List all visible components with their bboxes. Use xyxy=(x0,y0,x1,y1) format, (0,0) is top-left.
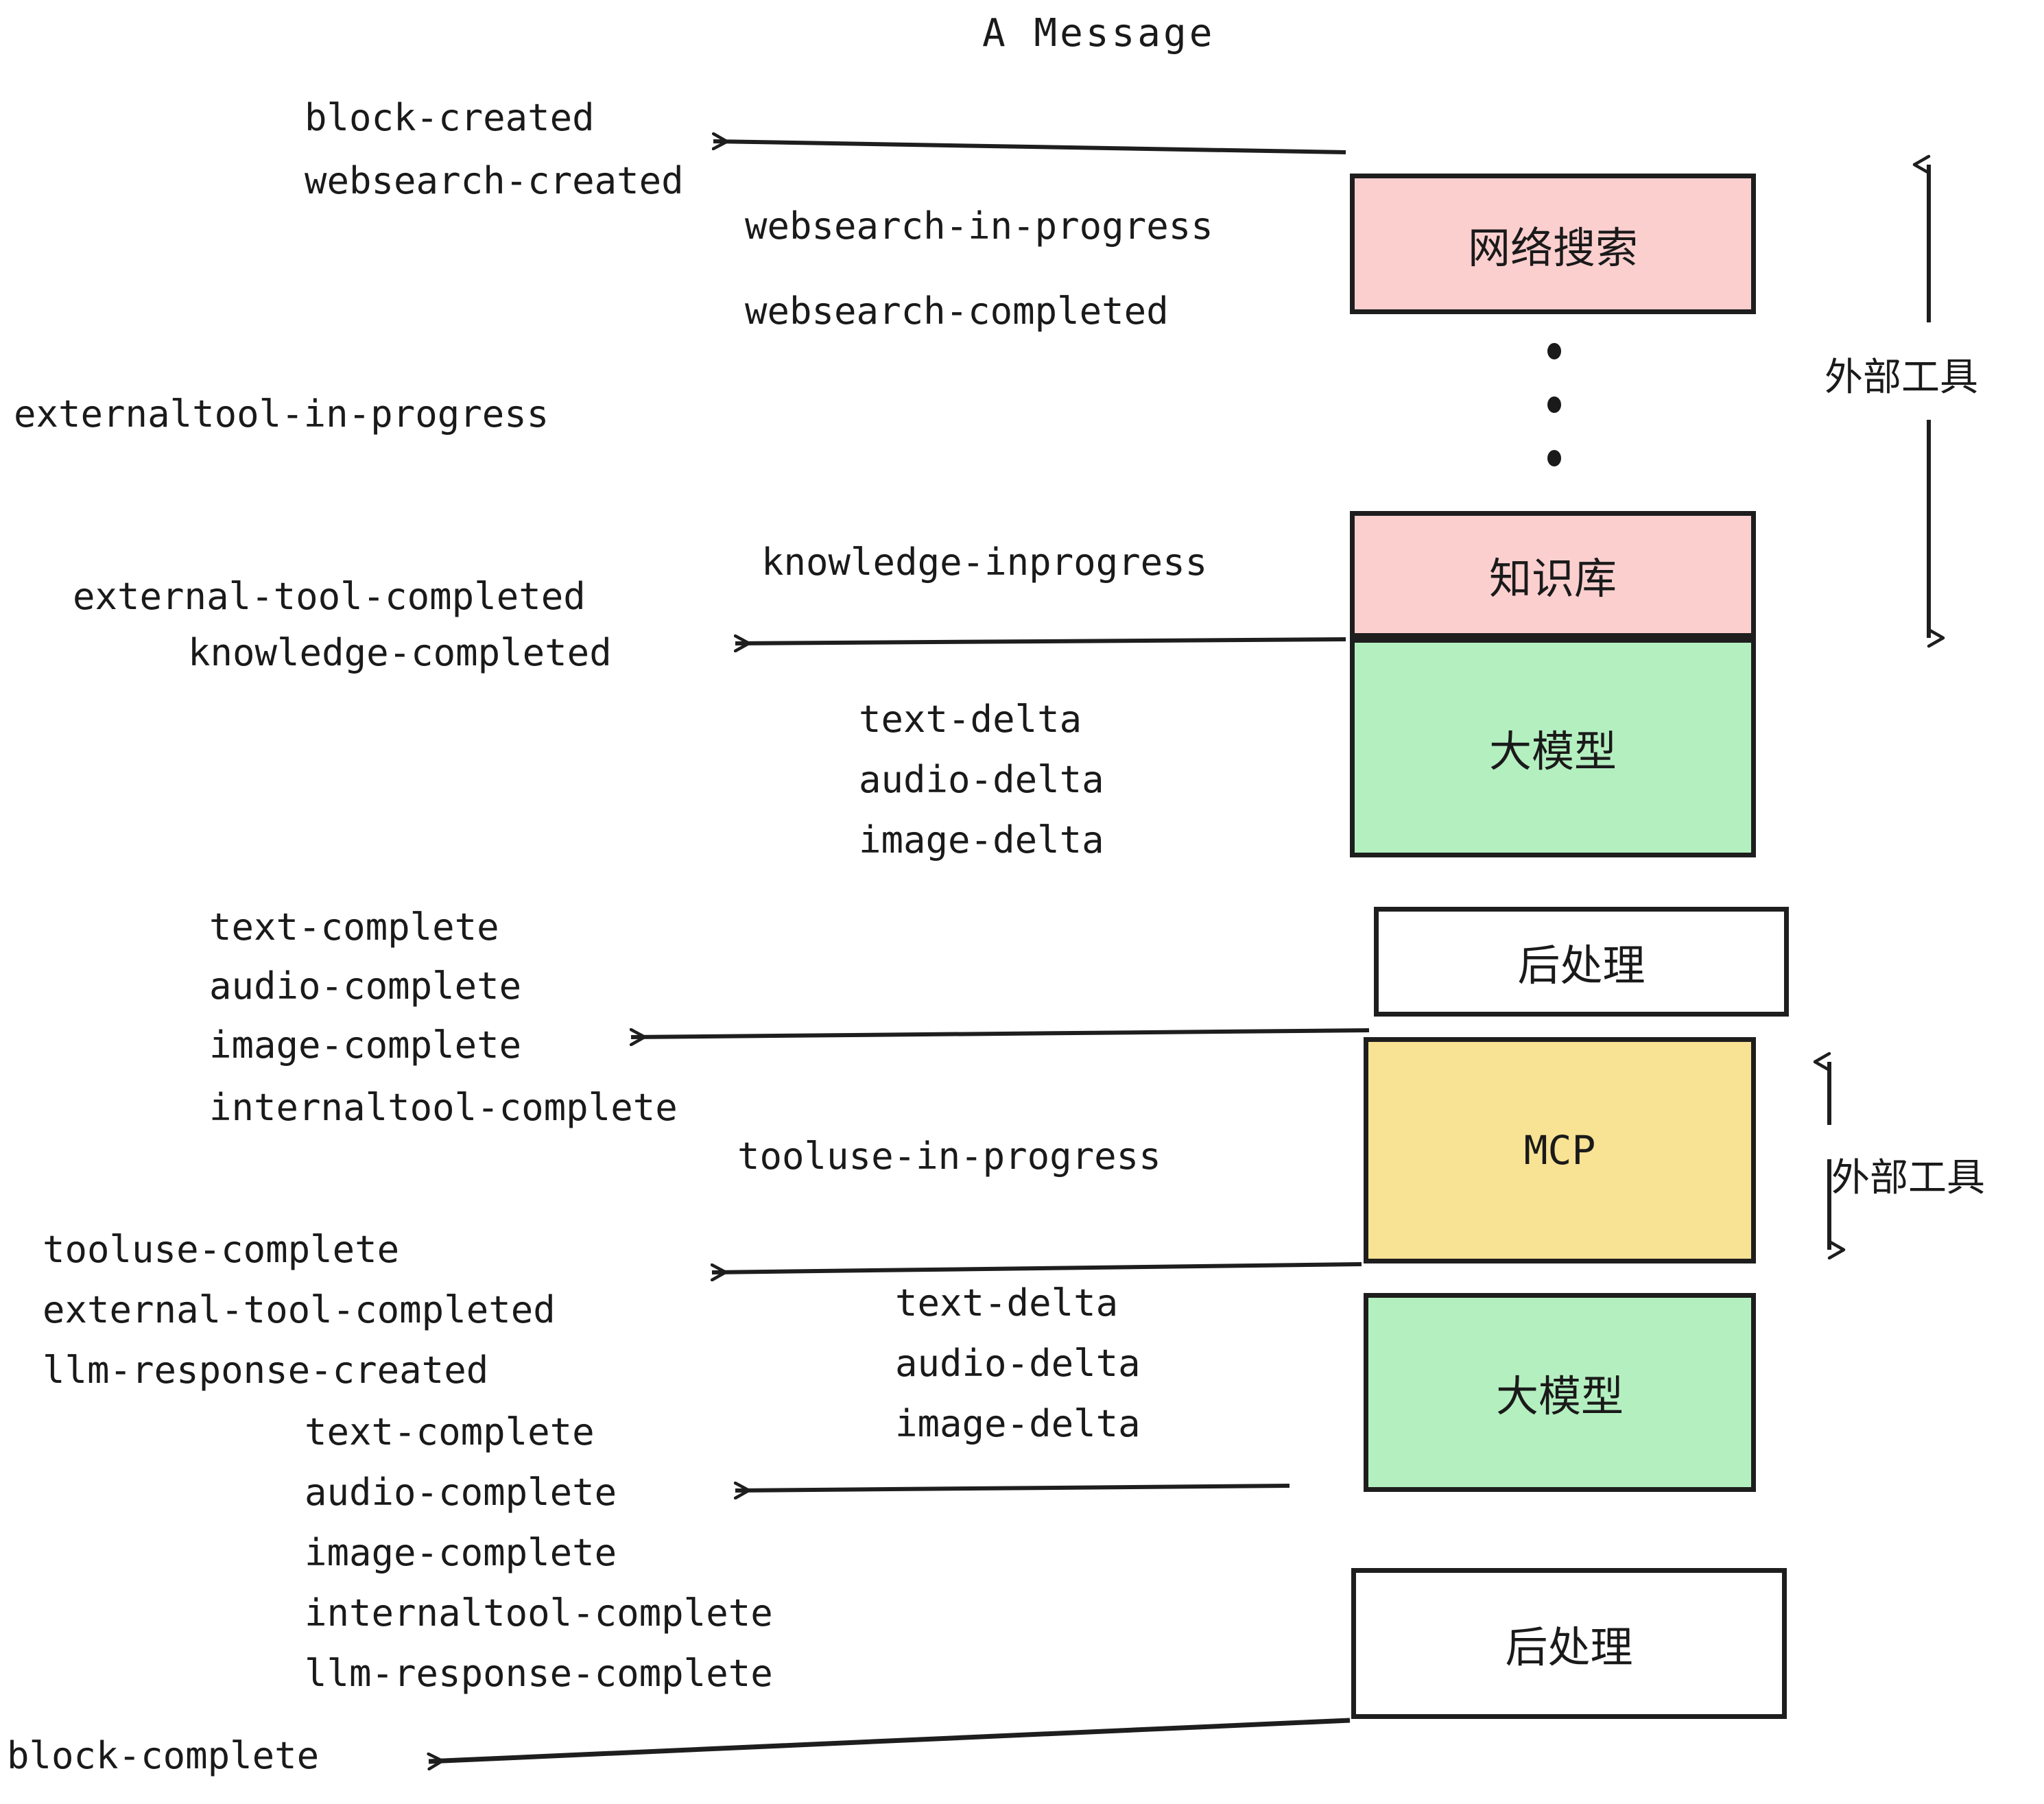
node-box-llm-1[interactable]: 大模型 xyxy=(1350,638,1756,857)
node-box-postprocess-2[interactable]: 后处理 xyxy=(1351,1568,1787,1719)
event-label: audio-complete xyxy=(305,1471,617,1514)
event-label: websearch-in-progress xyxy=(745,204,1213,248)
event-label: text-delta xyxy=(859,698,1082,741)
arrow-mcp-to-tooluse xyxy=(712,1262,1362,1272)
node-label-llm-2: 大模型 xyxy=(1495,1371,1624,1421)
event-label: websearch-created xyxy=(305,159,684,202)
arrow-websearch-to-blockcreated xyxy=(713,141,1346,154)
arrow-postprocess2-to-blockcomplete xyxy=(429,1718,1351,1761)
event-label: text-complete xyxy=(305,1410,595,1453)
node-box-mcp[interactable]: MCP xyxy=(1364,1037,1756,1263)
event-label: internaltool-complete xyxy=(209,1086,678,1129)
event-label: text-delta xyxy=(895,1281,1119,1325)
node-box-knowledge[interactable]: 知识库 xyxy=(1350,511,1756,638)
event-label: image-complete xyxy=(209,1023,522,1067)
event-label: internaltool-complete xyxy=(305,1591,773,1635)
node-label-websearch: 网络搜索 xyxy=(1467,222,1638,273)
diagram-title: A Message xyxy=(982,11,1215,56)
event-label: external-tool-completed xyxy=(43,1288,556,1331)
node-label-postprocess-1: 后处理 xyxy=(1517,940,1645,990)
node-box-postprocess-1[interactable]: 后处理 xyxy=(1374,907,1789,1017)
event-label: websearch-completed xyxy=(745,289,1169,333)
event-label: knowledge-inprogress xyxy=(761,541,1208,584)
event-label: audio-delta xyxy=(895,1342,1141,1385)
node-label-knowledge: 知识库 xyxy=(1488,553,1617,604)
node-box-llm-2[interactable]: 大模型 xyxy=(1364,1293,1756,1492)
event-label: audio-delta xyxy=(859,758,1104,801)
vertical-ellipsis-icon xyxy=(1546,343,1562,466)
arrow-postprocess1-to-imagecomplete xyxy=(631,1030,1370,1037)
ellipsis-dot xyxy=(1547,343,1561,359)
side-label-external-tool-bottom: 外部工具 xyxy=(1831,1156,1985,1200)
event-label: tooluse-complete xyxy=(43,1228,400,1271)
event-label: knowledge-completed xyxy=(188,631,612,674)
arrow-llm2-to-audiocomplete xyxy=(735,1486,1290,1491)
event-label: llm-response-complete xyxy=(305,1652,773,1695)
side-label-external-tool-top: 外部工具 xyxy=(1825,355,1978,400)
node-box-websearch[interactable]: 网络搜索 xyxy=(1350,174,1756,314)
event-label: image-delta xyxy=(859,818,1104,862)
event-label: llm-response-created xyxy=(43,1349,489,1392)
node-label-llm-1: 大模型 xyxy=(1488,726,1617,776)
event-label: block-complete xyxy=(7,1734,320,1777)
event-label: text-complete xyxy=(209,905,499,949)
event-label: tooluse-in-progress xyxy=(737,1135,1161,1178)
event-label: externaltool-in-progress xyxy=(14,392,549,436)
event-label: image-delta xyxy=(895,1402,1141,1445)
arrow-knowledge-to-completed xyxy=(735,639,1346,643)
event-label: external-tool-completed xyxy=(73,575,586,618)
node-label-mcp: MCP xyxy=(1523,1127,1596,1174)
event-label: audio-complete xyxy=(209,964,522,1008)
event-label: block-created xyxy=(305,96,595,139)
ellipsis-dot xyxy=(1547,396,1561,413)
event-label: image-complete xyxy=(305,1531,617,1574)
ellipsis-dot xyxy=(1547,450,1561,466)
node-label-postprocess-2: 后处理 xyxy=(1505,1622,1633,1672)
